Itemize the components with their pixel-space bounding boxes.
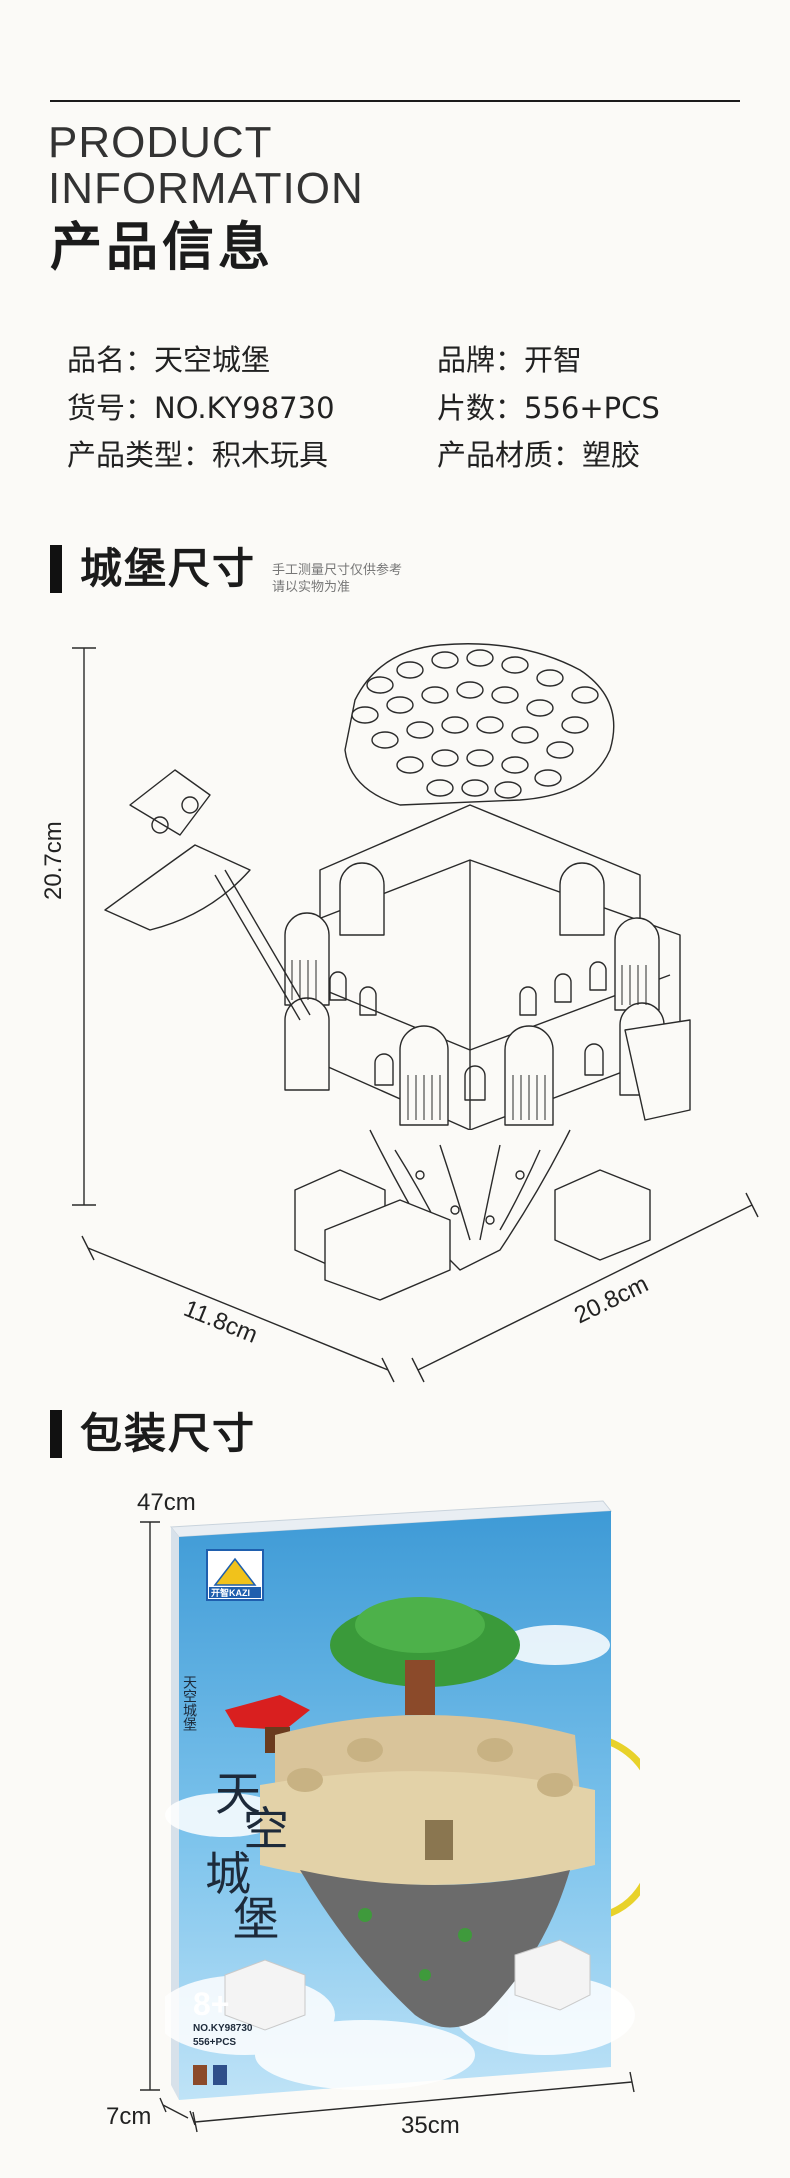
cloud-blocks — [294, 1019, 691, 1301]
section-bar-package — [50, 1410, 62, 1458]
page-title: 产品信息 — [50, 218, 275, 278]
tree-canopy — [344, 643, 615, 806]
measure-note-line2: 请以实物为准 — [272, 580, 351, 595]
section-title-castle: 城堡尺寸 — [80, 544, 257, 593]
box-brand-logo — [206, 1549, 264, 1601]
castle-line-drawing — [72, 643, 759, 1383]
heading-en-line1: PRODUCT — [48, 118, 273, 167]
info-pieces: 片数：556+PCS — [437, 391, 660, 425]
box-title: 天 空 城 堡 — [205, 1768, 289, 1945]
top-divider — [50, 100, 740, 102]
box-rock — [300, 1870, 570, 2028]
svg-text:天: 天 — [215, 1768, 261, 1820]
castle-height-label: 20.7cm — [40, 821, 67, 900]
box-brand-text: 开智KAZI — [211, 1587, 250, 1598]
package-height-label: 47cm — [137, 1489, 196, 1516]
section-bar-castle — [50, 545, 62, 593]
flying-machine — [104, 769, 311, 1021]
box-side-title: 天空城堡 — [182, 1675, 198, 1731]
box-pieces: 556+PCS — [193, 2037, 236, 2048]
section-title-package: 包装尺寸 — [80, 1409, 257, 1458]
measure-note-line1: 手工测量尺寸仅供参考 — [272, 563, 403, 578]
heading-en-line2: INFORMATION — [48, 164, 364, 213]
package-width-label: 35cm — [401, 2112, 460, 2139]
svg-text:堡: 堡 — [233, 1893, 279, 1945]
info-material: 产品材质：塑胶 — [437, 438, 641, 472]
box-tree — [330, 1597, 520, 1715]
box-castle — [260, 1715, 595, 1885]
info-name: 品名：天空城堡 — [67, 343, 271, 377]
box-handle — [603, 1736, 640, 1919]
height-dimension-line — [72, 647, 96, 1206]
depth-dimension-line — [411, 1192, 759, 1383]
package-dimension-lines — [140, 1521, 635, 2133]
package-thickness-label: 7cm — [106, 2103, 152, 2130]
width-dimension-line — [81, 1235, 395, 1383]
info-type: 产品类型：积木玩具 — [67, 438, 329, 472]
product-box: 开智KAZI 天空城堡 天 空 城 堡 8+ NO.KY — [165, 1500, 640, 2100]
castle-body — [284, 804, 681, 1131]
info-brand: 品牌：开智 — [437, 343, 583, 377]
box-item-no: NO.KY98730 — [193, 2023, 253, 2034]
rock-trunk — [369, 1129, 571, 1271]
box-age: 8+ — [193, 1986, 229, 2022]
svg-text:城: 城 — [205, 1848, 251, 1900]
svg-text:空: 空 — [243, 1803, 289, 1855]
info-item-no: 货号：NO.KY98730 — [67, 391, 335, 425]
